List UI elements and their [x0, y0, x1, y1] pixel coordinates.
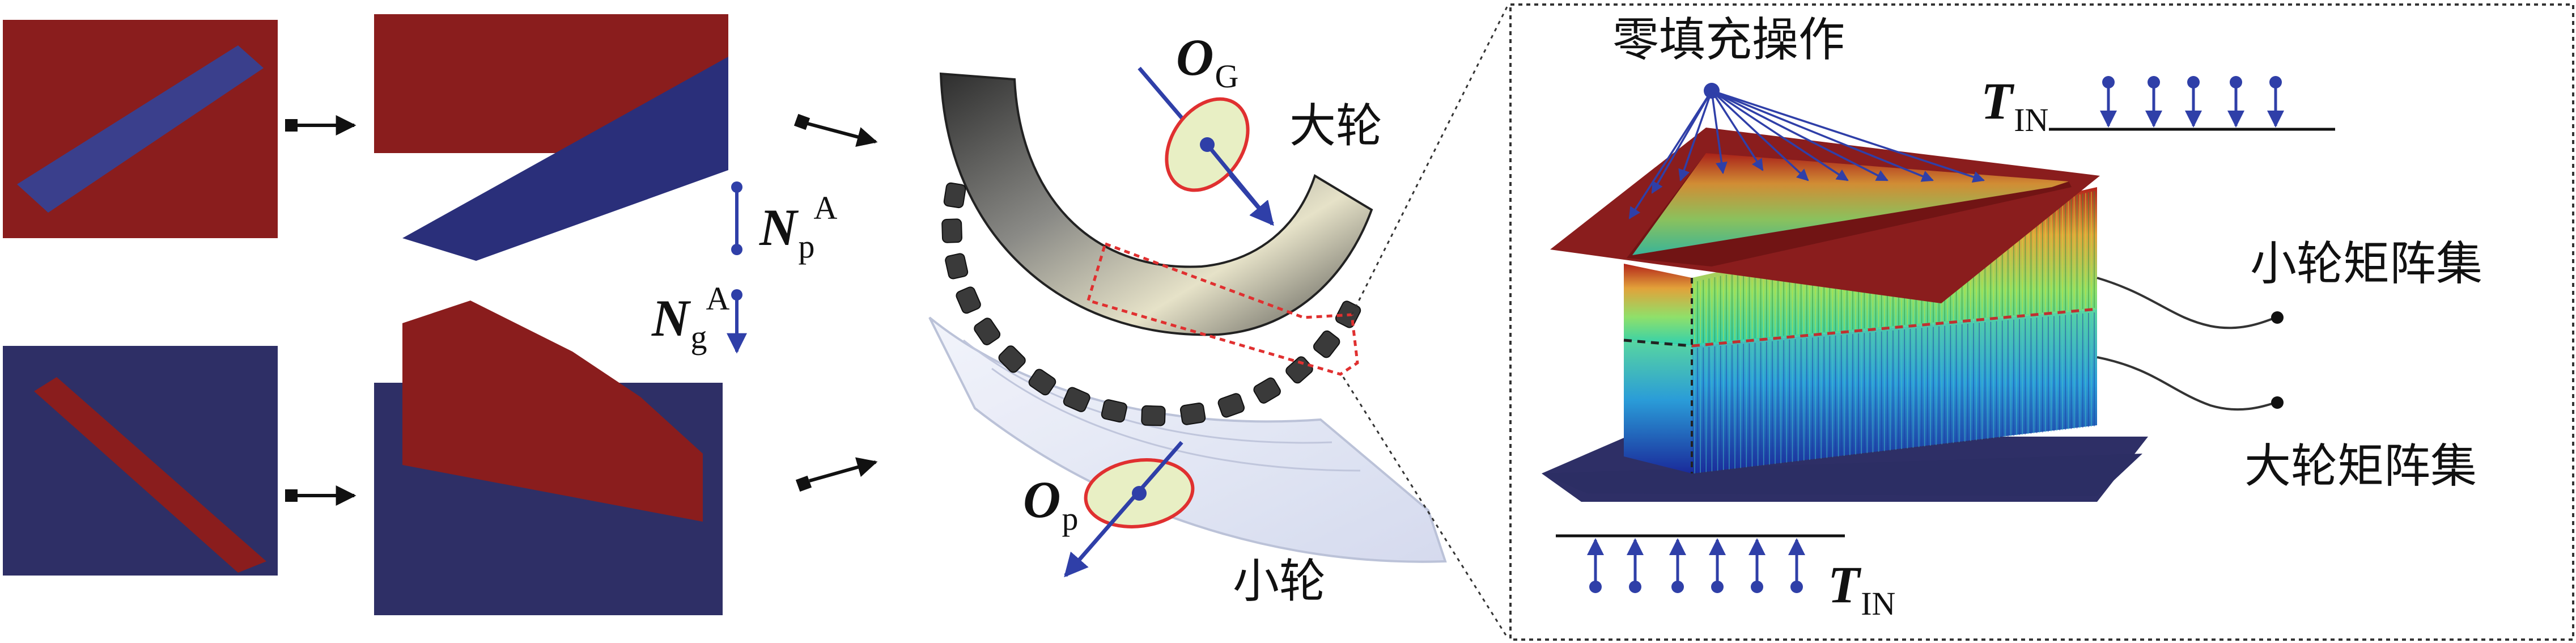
gear-tooth	[998, 345, 1026, 373]
gear-tooth	[1285, 356, 1313, 384]
gear-input-map	[3, 346, 278, 576]
gear-tooth	[1028, 369, 1056, 396]
zero-fill-arrow	[1711, 90, 1934, 182]
gear-pair-illustration	[928, 72, 1447, 563]
zero-fill-arrow	[1678, 90, 1713, 181]
pinion-input-map	[3, 20, 278, 238]
zero-fill-arrow	[1711, 90, 1809, 181]
gear-tooth	[1217, 393, 1245, 418]
gear-tooth	[1253, 377, 1281, 404]
connector-top	[1351, 5, 1509, 315]
zero-fill-arrow	[1711, 90, 1728, 175]
zero-fill-arrow	[1628, 90, 1713, 219]
gear-tooth	[943, 182, 966, 209]
flow-arrow-2	[793, 113, 878, 147]
label-n-g: NgA	[652, 280, 730, 356]
gear-tooth	[974, 318, 1001, 345]
connector-bottom	[1342, 377, 1509, 638]
zero-fill-arrow	[1711, 90, 1849, 181]
flow-arrow-3	[285, 485, 357, 506]
flow-arrow-4	[795, 457, 878, 492]
gear-tooth	[941, 218, 962, 243]
og-axis-ellipse	[1138, 66, 1274, 226]
gear-tooth	[945, 253, 969, 280]
label-o-g: OG	[1176, 28, 1239, 95]
label-t-in-top: TIN	[1981, 72, 2049, 138]
label-o-p: Op	[1023, 471, 1079, 537]
gear-tooth	[1313, 330, 1340, 358]
gear-tooth	[1063, 387, 1090, 412]
gear-set-leader	[2097, 356, 2284, 411]
label-n-p: NpA	[759, 189, 838, 265]
zero-fill-arrow	[1711, 90, 1985, 183]
label-pinion-matrix-set: 小轮矩阵集	[2250, 237, 2483, 291]
label-gear-small: 小轮	[1233, 555, 1326, 608]
zero-fill-arrow	[1711, 90, 1764, 171]
label-zero-fill: 零填充操作	[1612, 13, 1845, 67]
pinion-set-leader	[2097, 277, 2284, 329]
gear-tooth	[1179, 403, 1206, 425]
label-gear-matrix-set: 大轮矩阵集	[2244, 439, 2477, 493]
gear-tooth	[956, 286, 981, 314]
ng-arrow	[727, 289, 747, 354]
op-axis-ellipse	[1064, 441, 1195, 578]
np-arrow	[731, 181, 742, 255]
pinion-spike-field	[374, 14, 728, 261]
tin-top-arrows	[2049, 76, 2335, 131]
zero-fill-arrow	[1651, 90, 1713, 194]
gear-spike-field	[374, 301, 723, 615]
zero-fill-arrow	[1711, 90, 1888, 181]
zero-fill-arrows	[1628, 83, 1985, 219]
gear-tooth	[1101, 399, 1127, 423]
label-gear-large: 大轮	[1289, 99, 1383, 153]
gear-tooth	[1141, 405, 1166, 426]
tin-bottom-arrows	[1556, 534, 1845, 593]
flow-arrow-1	[285, 115, 357, 136]
label-t-in-bottom: TIN	[1828, 556, 1896, 622]
